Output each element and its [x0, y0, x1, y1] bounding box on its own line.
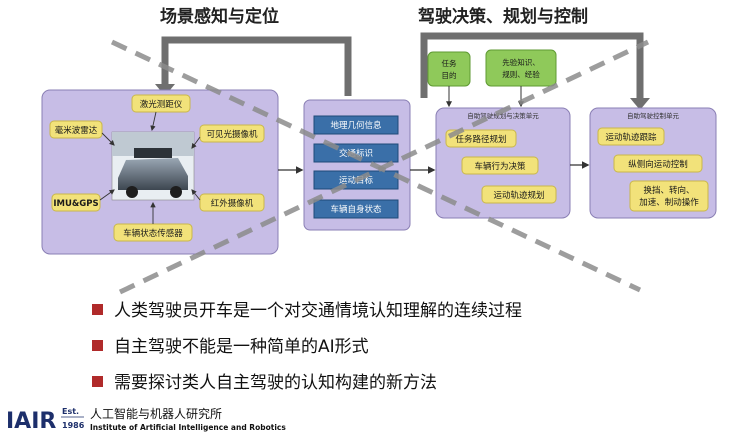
vehicle-roof-rack — [134, 148, 172, 158]
bullet-3: 需要探讨类人自主驾驶的认知构建的新方法 — [92, 373, 437, 393]
bullet-1: 人类驾驶员开车是一个对交通情境认知理解的连续过程 — [92, 301, 522, 321]
control-operations: 换挡、转向、 加速、制动操作 — [629, 180, 709, 212]
svg-text:纵侧向运动控制: 纵侧向运动控制 — [628, 159, 688, 170]
decision-behavior: 车辆行为决策 — [461, 156, 539, 175]
svg-text:任务: 任务 — [442, 58, 457, 68]
est-label: Est. — [62, 407, 79, 416]
bullet-2: 自主驾驶不能是一种简单的AI形式 — [92, 337, 369, 357]
svg-text:需要探讨类人自主驾驶的认知构建的新方法: 需要探讨类人自主驾驶的认知构建的新方法 — [114, 373, 437, 393]
svg-text:可见光摄像机: 可见光摄像机 — [206, 129, 258, 140]
svg-text:任务路径规划: 任务路径规划 — [455, 134, 506, 145]
sensor-infrared-camera: 红外摄像机 — [199, 193, 265, 212]
footer: IAIR Est. 1986 人工智能与机器人研究所 Institute of … — [6, 406, 286, 434]
control-unit-title: 自助驾驶控制单元 — [627, 111, 680, 120]
sensor-vehicle-state: 车辆状态传感器 — [113, 223, 193, 242]
input-prior-knowledge: 先验知识、 规则、经验 — [485, 49, 557, 87]
sensor-connectors — [99, 111, 201, 224]
sensor-laser-radar: 激光测距仪 — [131, 94, 191, 113]
info-geometry: 地理几何信息 — [313, 115, 399, 135]
svg-text:运动轨迹规划: 运动轨迹规划 — [493, 190, 544, 201]
svg-text:换挡、转向、: 换挡、转向、 — [643, 185, 694, 196]
svg-text:自主驾驶不能是一种简单的AI形式: 自主驾驶不能是一种简单的AI形式 — [114, 337, 369, 357]
decision-unit-title: 自助驾驶规划与决策单元 — [467, 111, 539, 120]
title-perception: 场景感知与定位 — [160, 6, 279, 27]
vehicle-wheel-rear — [170, 186, 182, 198]
svg-text:车辆自身状态: 车辆自身状态 — [330, 204, 382, 215]
control-longitudinal-lateral: 纵侧向运动控制 — [613, 154, 703, 173]
overlay-dashed-line-down — [110, 39, 642, 293]
sensor-visible-camera: 可见光摄像机 — [199, 124, 265, 143]
info-ego-state: 车辆自身状态 — [313, 199, 399, 219]
overlay-dashed-line-up — [118, 39, 650, 295]
svg-text:IMU&GPS: IMU&GPS — [53, 199, 98, 209]
input-task-goal: 任务 目的 — [427, 51, 471, 87]
institute-logo: IAIR — [6, 409, 56, 434]
svg-text:规则、经验: 规则、经验 — [502, 69, 540, 79]
est-year: 1986 — [62, 421, 85, 430]
svg-text:红外摄像机: 红外摄像机 — [211, 198, 254, 209]
svg-text:激光测距仪: 激光测距仪 — [140, 99, 183, 110]
svg-text:先验知识、: 先验知识、 — [502, 57, 540, 67]
sensor-mmwave-radar: 毫米波雷达 — [49, 120, 103, 139]
svg-text:交通标识: 交通标识 — [339, 148, 373, 159]
svg-text:车辆行为决策: 车辆行为决策 — [474, 161, 526, 172]
svg-text:地理几何信息: 地理几何信息 — [330, 120, 382, 131]
institute-name-en: Institute of Artificial Intelligence and… — [90, 423, 286, 432]
svg-text:目的: 目的 — [442, 70, 457, 80]
feedback-arrow-perception — [161, 36, 352, 96]
svg-text:毫米波雷达: 毫米波雷达 — [55, 125, 98, 136]
control-trajectory-tracking: 运动轨迹跟踪 — [597, 127, 665, 146]
decision-route-planning: 任务路径规划 — [445, 129, 517, 148]
svg-text:加速、制动操作: 加速、制动操作 — [639, 197, 699, 208]
sensor-imu-gps: IMU&GPS — [51, 193, 101, 212]
flow-arrowhead-right — [630, 98, 650, 110]
svg-text:车辆状态传感器: 车辆状态传感器 — [123, 228, 183, 239]
vehicle-body — [118, 158, 188, 190]
flow-arrow-decision — [420, 32, 644, 104]
title-decision: 驾驶决策、规划与控制 — [418, 6, 588, 27]
institute-name-cn: 人工智能与机器人研究所 — [90, 406, 222, 421]
svg-text:运动轨迹跟踪: 运动轨迹跟踪 — [605, 132, 657, 143]
decision-trajectory-planning: 运动轨迹规划 — [481, 185, 557, 204]
svg-text:人类驾驶员开车是一个对交通情境认知理解的连续过程: 人类驾驶员开车是一个对交通情境认知理解的连续过程 — [114, 301, 522, 321]
vehicle-wheel-front — [126, 186, 138, 198]
